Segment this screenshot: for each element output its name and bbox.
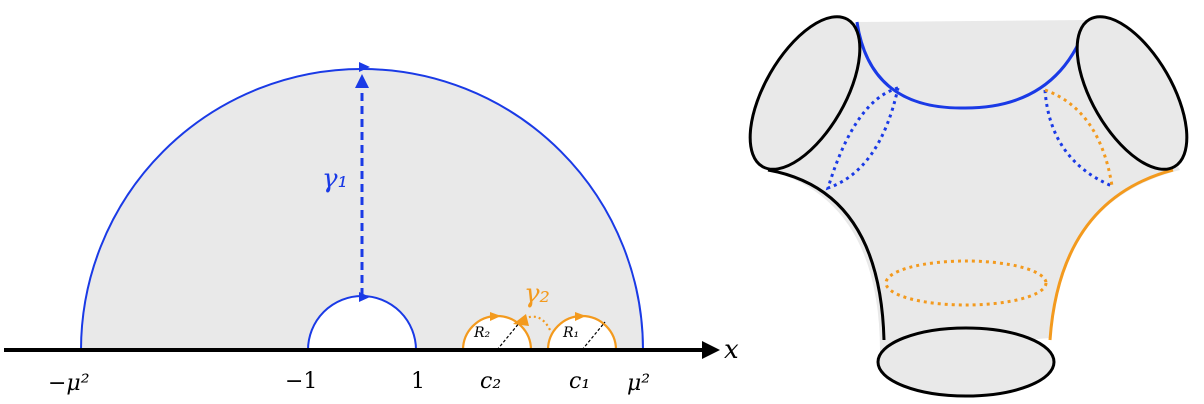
gamma2-label: γ₂: [524, 279, 550, 309]
shaded-region: [81, 69, 643, 350]
x-axis-arrowhead: [702, 341, 720, 359]
pants-surface-figure: [748, 15, 1189, 398]
tick-c2: c₂: [480, 369, 501, 394]
right-orange-loop: [1044, 88, 1114, 187]
R2-radius: [496, 321, 521, 351]
tick-c1: c₁: [569, 369, 590, 394]
bottom-cuff: [876, 326, 1056, 398]
c1-arrowhead: [575, 312, 586, 321]
tick-mu2: μ²: [627, 371, 650, 396]
right-blue-loop: [1043, 89, 1113, 188]
gamma2-arrowhead: [513, 314, 529, 326]
top-boundary-curve: [855, 19, 1090, 110]
R1-label: R₁: [562, 325, 579, 341]
right-boundary-curve: [1048, 168, 1174, 341]
c2-arrowhead: [490, 312, 501, 321]
tick-one: 1: [411, 369, 425, 394]
left-boundary-curve: [767, 168, 886, 341]
tick-neg-one: −1: [285, 369, 317, 394]
gamma1-label: γ₁: [322, 164, 348, 194]
R1-radius: [581, 321, 606, 351]
right-cuff: [1075, 15, 1189, 171]
x-axis-label: x: [724, 335, 739, 365]
left-blue-loop: [825, 86, 900, 191]
gamma1-arrowhead: [355, 74, 369, 88]
half-plane-figure: γ₁ R₂ R₁ γ₂ x −μ² −1 1 c₂ c₁ μ²: [4, 62, 739, 396]
left-cuff: [748, 15, 862, 171]
outer-arc-arrowhead: [359, 62, 370, 72]
tick-neg-mu2: −μ²: [48, 371, 90, 396]
surface-body: [768, 20, 1180, 352]
R2-label: R₂: [473, 325, 491, 341]
waist-orange-loop: [884, 259, 1048, 307]
